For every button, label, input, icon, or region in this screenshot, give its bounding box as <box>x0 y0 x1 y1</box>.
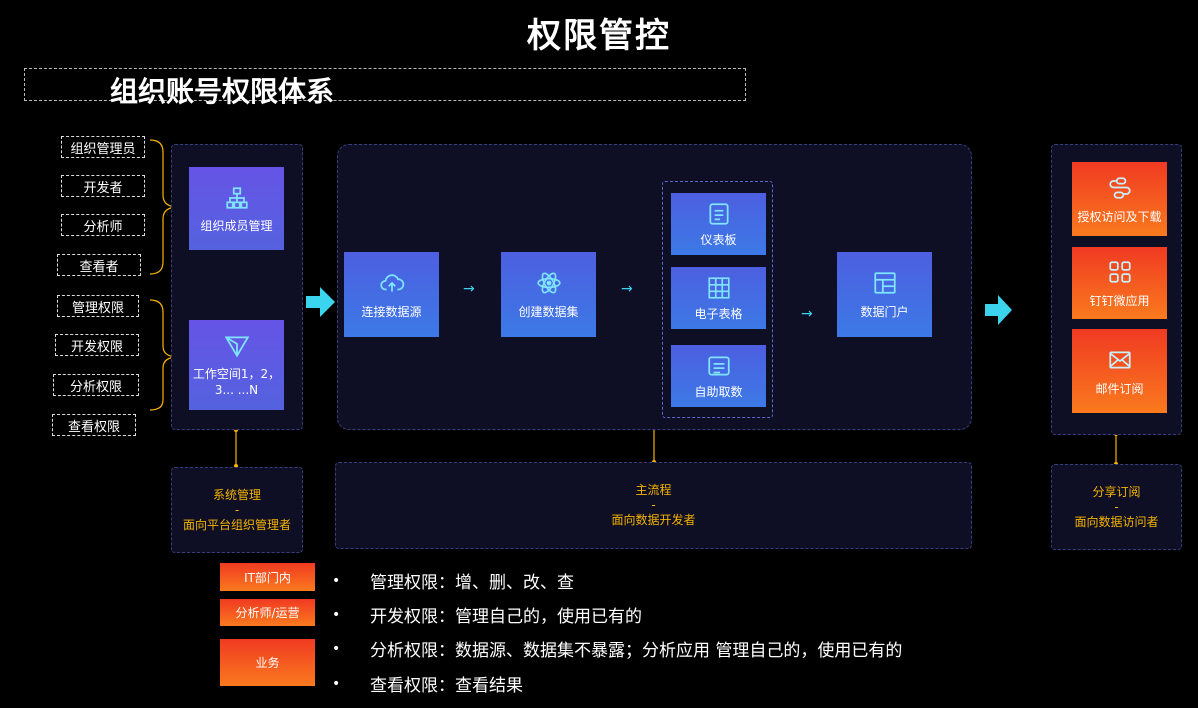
perm-tag-develop: 开发权限 <box>55 334 139 356</box>
list-icon <box>705 352 733 380</box>
big-arrow-icon <box>306 287 335 317</box>
connect-datasource-card[interactable]: 连接数据源 <box>344 252 439 337</box>
arrow-right-icon: → <box>621 281 633 297</box>
caption-subtitle: 面向数据访问者 <box>1074 514 1159 529</box>
create-dataset-card[interactable]: 创建数据集 <box>501 252 596 337</box>
auth-access-card[interactable]: 授权访问及下载 <box>1072 162 1167 236</box>
caption-separator: - <box>234 502 240 517</box>
legend-bullet-develop: • 开发权限：管理自己的，使用已有的 <box>332 602 642 628</box>
bullet-text: 分析权限：数据源、数据集不暴露；分析应用 管理自己的，使用已有的 <box>370 641 903 661</box>
org-member-management-card[interactable]: 组织成员管理 <box>189 167 284 250</box>
bullet-dot: • <box>332 606 341 623</box>
create-dataset-label: 创建数据集 <box>518 305 579 319</box>
dashboard-card[interactable]: 仪表板 <box>671 193 766 255</box>
bullet-text: 开发权限：管理自己的，使用已有的 <box>370 607 642 627</box>
atom-icon <box>535 269 563 297</box>
email-subscribe-card[interactable]: 邮件订阅 <box>1072 329 1167 413</box>
workspace-label-line2: 3... ...N <box>214 383 259 397</box>
grid-table-icon <box>705 274 733 302</box>
perm-tag-view: 查看权限 <box>52 414 136 436</box>
workspace-label-line1: 工作空间1，2， <box>192 367 281 381</box>
apps-grid-icon <box>1106 258 1134 286</box>
self-service-card[interactable]: 自助取数 <box>671 345 766 407</box>
legend-bullet-analyze: • 分析权限：数据源、数据集不暴露；分析应用 管理自己的，使用已有的 <box>332 636 903 662</box>
link-chain-icon <box>1106 174 1134 202</box>
role-tag-developer: 开发者 <box>61 175 145 197</box>
layout-window-icon <box>871 269 899 297</box>
org-member-management-label: 组织成员管理 <box>200 218 273 233</box>
caption-separator: - <box>1114 499 1119 514</box>
subtitle: 组织账号权限体系 <box>110 75 335 108</box>
dingtalk-card[interactable]: 钉钉微应用 <box>1072 247 1167 319</box>
caption-separator: - <box>651 498 656 512</box>
document-icon <box>705 200 733 228</box>
legend-tag-business: 业务 <box>220 639 315 686</box>
main-flow-caption: 主流程 - 面向数据开发者 <box>335 462 972 549</box>
bullet-dot: • <box>332 675 341 692</box>
envelope-icon <box>1106 346 1134 374</box>
role-tag-viewer: 查看者 <box>57 254 141 276</box>
workspace-card[interactable]: 工作空间1，2， 3... ...N <box>189 320 284 410</box>
self-service-label: 自助取数 <box>694 385 743 399</box>
subtitle-frame <box>24 68 746 101</box>
role-tag-analyst: 分析师 <box>61 214 145 236</box>
bullet-text: 管理权限：增、删、改、查 <box>370 573 574 593</box>
caption-title: 主流程 <box>635 483 672 497</box>
spreadsheet-card[interactable]: 电子表格 <box>671 267 766 329</box>
arrow-right-icon: → <box>801 306 813 322</box>
analysis-apps-group <box>662 181 773 418</box>
perm-tag-analyze: 分析权限 <box>53 374 139 396</box>
cloud-upload-icon <box>378 269 406 297</box>
caption-title: 分享订阅 <box>1092 484 1141 499</box>
system-management-caption: 系统管理 - 面向平台组织管理者 <box>171 467 303 553</box>
auth-access-label: 授权访问及下载 <box>1077 209 1162 224</box>
arrow-right-icon: → <box>463 281 475 297</box>
bullet-text: 查看权限：查看结果 <box>370 676 523 696</box>
caption-subtitle: 面向平台组织管理者 <box>182 517 291 532</box>
dingtalk-label: 钉钉微应用 <box>1089 293 1150 308</box>
dashboard-label: 仪表板 <box>700 233 737 247</box>
data-portal-label: 数据门户 <box>860 305 909 319</box>
org-chart-icon <box>223 184 251 212</box>
legend-bullet-manage: • 管理权限：增、删、改、查 <box>332 568 574 594</box>
data-portal-card[interactable]: 数据门户 <box>837 252 932 337</box>
spreadsheet-label: 电子表格 <box>694 307 743 321</box>
legend-tag-analyst: 分析师/运营 <box>220 599 315 626</box>
legend-bullet-view: • 查看权限：查看结果 <box>332 671 523 697</box>
share-subscribe-caption: 分享订阅 - 面向数据访问者 <box>1051 464 1182 550</box>
bullet-dot: • <box>332 572 341 589</box>
connect-datasource-label: 连接数据源 <box>361 305 422 319</box>
triangle-send-icon <box>223 332 251 360</box>
legend-tag-it: IT部门内 <box>220 563 315 591</box>
perm-tag-manage: 管理权限 <box>57 295 139 317</box>
page-title: 权限管控 <box>527 16 671 56</box>
role-tag-admin: 组织管理员 <box>61 136 145 158</box>
bullet-dot: • <box>332 640 341 657</box>
caption-title: 系统管理 <box>212 487 261 502</box>
caption-subtitle: 面向数据开发者 <box>611 513 696 527</box>
email-subscribe-label: 邮件订阅 <box>1095 381 1144 396</box>
big-arrow-icon <box>985 295 1012 325</box>
